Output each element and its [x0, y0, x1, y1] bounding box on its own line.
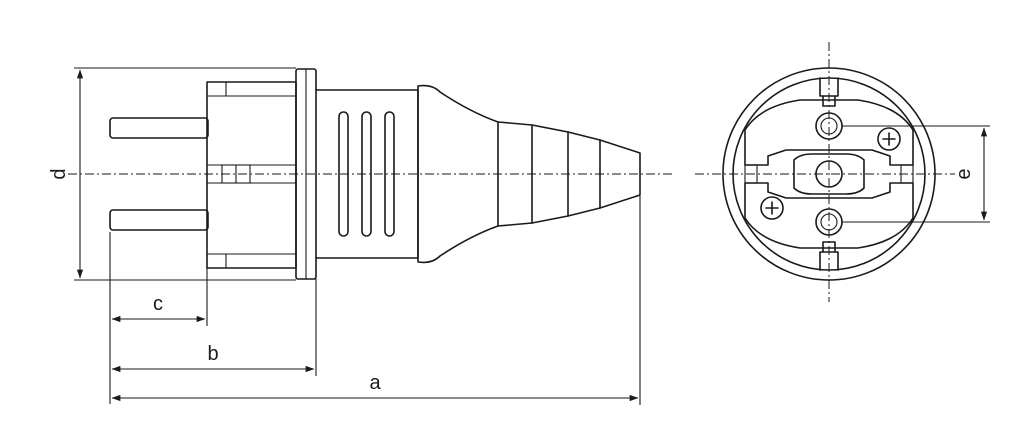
upper-pin: [109, 117, 209, 139]
plug-front-view: [695, 42, 955, 302]
side-tab-right: [900, 164, 914, 184]
pin-carrier: [206, 81, 297, 269]
flange-collar: [295, 68, 317, 280]
strain-relief: [497, 121, 641, 227]
screw-left-icon: [760, 196, 784, 220]
dimension-e: e: [842, 125, 990, 223]
grip-slot: [361, 111, 372, 237]
dimension-label-c: c: [153, 293, 163, 315]
dimension-label-d: d: [48, 168, 70, 179]
socket-face-outline: [744, 99, 914, 166]
dimension-d: d: [48, 67, 296, 281]
side-tab-left: [744, 164, 758, 184]
lower-pin: [109, 209, 209, 231]
socket-face-outline-lower: [744, 182, 914, 249]
dimension-label-e: e: [953, 168, 975, 179]
dimension-label-b: b: [207, 343, 218, 365]
dimension-label-a: a: [369, 372, 381, 394]
plug-pins: [109, 117, 209, 231]
plug-side-view: [68, 68, 675, 280]
pin-hole-center: [815, 160, 843, 188]
front-outer-ring: [722, 67, 936, 281]
dimension-a: a: [111, 196, 641, 405]
earthing-clips: [819, 77, 839, 271]
dimension-b: b: [109, 279, 317, 404]
front-inner-ring: [732, 77, 926, 271]
screw-right-icon: [877, 127, 901, 151]
center-channel: [793, 153, 865, 195]
dimension-c: c: [109, 232, 208, 326]
grip-slot: [338, 111, 349, 237]
grip-slot: [384, 111, 395, 237]
